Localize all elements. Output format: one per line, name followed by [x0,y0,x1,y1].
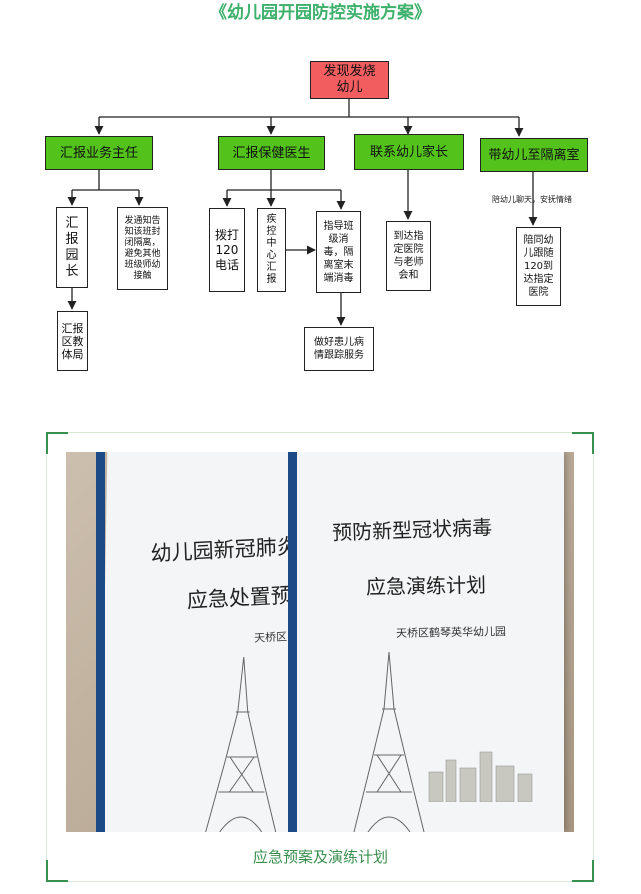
booklet-left-spine [96,452,105,832]
node-track-service: 做好患儿病 情跟踪服务 [304,327,374,371]
eiffel-tower-icon [353,651,425,832]
node-call-120: 拨打 120 电话 [209,208,245,292]
frame-corner [46,860,68,882]
node-report-doctor: 汇报保健医生 [218,136,325,170]
node-report-cdc: 疾 控 中 心 汇 报 [257,208,286,292]
node-contact-parents: 联系幼儿家长 [354,134,464,170]
eiffel-tower-icon [205,656,277,832]
node-notify-class: 发通知告 知该班封 闭隔离， 避免其他 班级师幼 接触 [117,207,168,290]
booklet-left-title-1: 幼儿园新冠肺炎 [150,534,299,566]
note-accompany-chat: 陪幼儿聊天，安抚情绪 [492,195,572,204]
node-hospital-teacher: 到达指 定医院 与老师 会和 [386,221,431,291]
frame-corner [572,860,594,882]
frame-corner [46,432,68,454]
booklet-right-title-1: 预防新型冠状病毒 [331,515,493,545]
node-accompany-hospital: 陪同幼 儿跟随 120到 达指定 医院 [516,227,561,306]
node-report-director: 汇报业务主任 [45,136,153,170]
photo-booklets: 幼儿园新冠肺炎 应急处置预 天桥区 预防新型冠状病毒 应急演练计划 天桥区鹤琴英… [66,452,574,832]
booklet-right: 预防新型冠状病毒 应急演练计划 天桥区鹤琴英华幼儿园 [294,452,564,832]
booklet-left: 幼儿园新冠肺炎 应急处置预 天桥区 [100,452,378,832]
flowchart-connectors [67,99,538,326]
booklet-left-title-2: 应急处置预 [186,583,293,613]
booklet-left-subtitle: 天桥区 [253,630,288,645]
frame-corner [572,432,594,454]
node-guide-disinfect: 指导班 级消 毒，隔 离室末 端消毒 [316,211,361,293]
node-report-principal: 汇 报 园 长 [56,207,88,288]
node-report-bureau: 汇报 区教 体局 [57,311,88,371]
node-found-fever: 发现发烧 幼儿 [310,61,389,99]
photo-frame [46,432,594,882]
city-skyline-icon [428,751,533,802]
page-title: 《幼儿园开园防控实施方案》 [210,3,431,23]
photo-caption: 应急预案及演练计划 [252,848,388,866]
booklet-right-subtitle: 天桥区鹤琴英华幼儿园 [395,625,507,640]
node-to-isolation: 带幼儿至隔离室 [480,138,588,172]
booklet-right-title-2: 应急演练计划 [365,572,487,600]
booklet-right-spine [288,452,297,832]
